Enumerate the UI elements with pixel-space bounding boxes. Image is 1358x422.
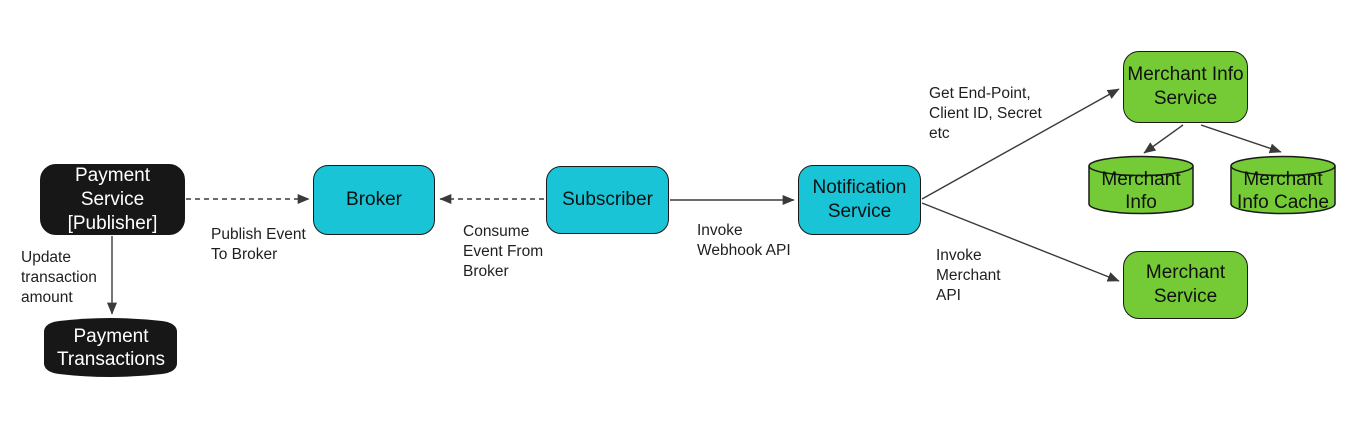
edge-get-endpoint-line <box>921 88 1120 200</box>
edge-label-invoke-webhook: Invoke Webhook API <box>697 222 791 259</box>
edge-merchant-info-cache-line <box>1200 124 1282 154</box>
merchant-info-cache-shape-body <box>1230 166 1336 215</box>
edge-label-get-endpoint: Get End-Point, Client ID, Secret etc <box>929 85 1042 142</box>
edge-label-update-transaction: Update transaction amount <box>21 249 97 306</box>
merchant-info-cache-shape-top <box>1230 155 1336 177</box>
node-payment-service: Payment Service [Publisher] <box>40 164 185 235</box>
edge-merchant-info-line <box>1143 124 1184 154</box>
merchant-info-shape-body <box>1088 166 1194 215</box>
node-payment-transactions-label: Payment Transactions <box>56 326 166 370</box>
node-merchant-info-cache-label: Merchant Info Cache <box>1237 169 1329 213</box>
edge-label-publish-event: Publish Event To Broker <box>211 226 306 263</box>
node-merchant-service: Merchant Service <box>1123 251 1248 319</box>
node-merchant-info-service: Merchant Info Service <box>1123 51 1248 123</box>
node-subscriber: Subscriber <box>546 166 669 234</box>
merchant-info-shape-top <box>1088 155 1194 177</box>
edge-label-consume-event: Consume Event From Broker <box>463 223 544 280</box>
node-notification-service: Notification Service <box>798 165 921 235</box>
edge-label-invoke-merchant: Invoke Merchant API <box>936 247 1001 304</box>
edge-invoke-merchant-line <box>921 202 1120 282</box>
node-merchant-info-label: Merchant Info <box>1101 169 1181 213</box>
node-broker: Broker <box>313 165 435 235</box>
payment-transactions-shape <box>44 318 177 377</box>
